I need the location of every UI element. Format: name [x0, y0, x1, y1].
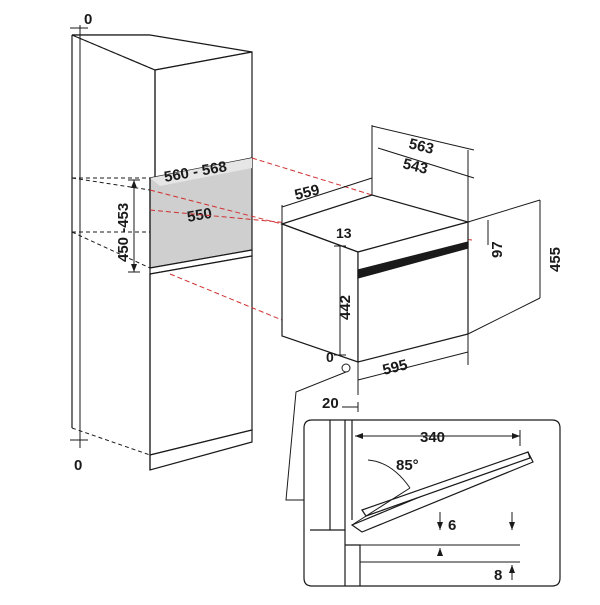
niche-height-label: 450 -453: [115, 203, 132, 262]
oven-total-height: 455: [547, 247, 564, 272]
oven-dimensions: [281, 125, 541, 412]
cabinet-top-zero: 0: [84, 11, 92, 28]
oven-front-height: 97: [489, 241, 506, 258]
door-depth-label: 340: [420, 429, 445, 446]
oven-bottom-zero: 0: [326, 349, 334, 365]
door-angle-label: 85°: [396, 457, 419, 474]
cabinet-bottom-zero: 0: [74, 457, 82, 474]
cabinet-height-dimension: [70, 25, 140, 448]
door-gap-label: 6: [448, 517, 456, 534]
oven-total-depth: 563: [407, 135, 435, 158]
floor-gap-label: 8: [494, 567, 502, 584]
door-detail: [303, 419, 561, 587]
oven-body-depth: 543: [401, 155, 429, 178]
detail-arrowheads: [355, 433, 520, 573]
oven-width: 595: [381, 356, 409, 379]
oven-top-depth: 559: [293, 181, 321, 204]
detail-callout: [285, 363, 351, 501]
oven-side-gap: 20: [322, 395, 339, 412]
oven: [280, 194, 471, 363]
niche-inner-depth-label: 550: [186, 205, 214, 226]
oven-top-offset: 13: [336, 225, 352, 241]
oven-body-height: 442: [337, 295, 354, 320]
tall-cabinet: [71, 34, 253, 471]
